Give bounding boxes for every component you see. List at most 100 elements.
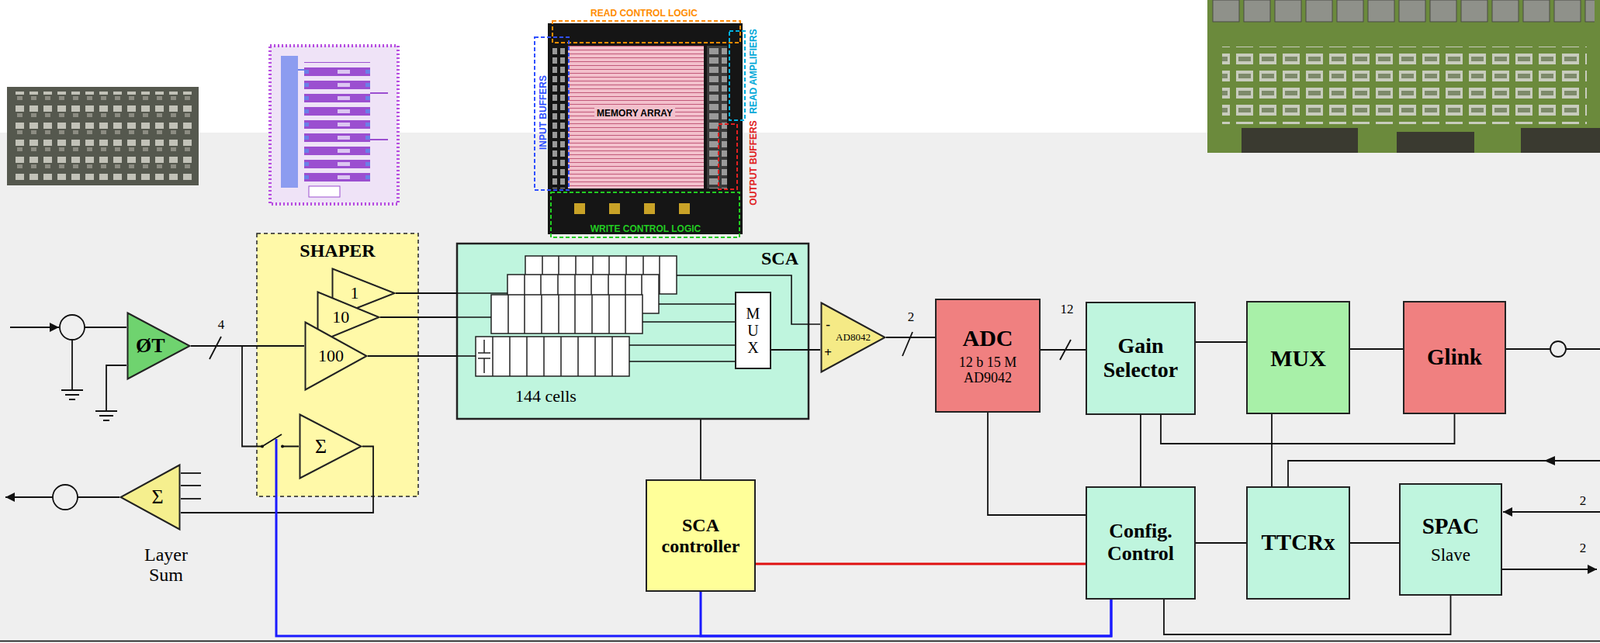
node-label: AD8042 <box>835 332 871 343</box>
signal-wire <box>367 355 457 357</box>
node-label: 10 <box>332 308 350 327</box>
chip-region-label: READ AMPLIFIERS <box>748 28 759 115</box>
summing-amplifier: Σ <box>298 413 363 480</box>
capacitor-symbol <box>477 339 491 374</box>
node-label: ØT <box>135 335 166 358</box>
node-sublabel: Layer Sum <box>135 544 198 586</box>
node-label: Glink <box>1426 345 1483 371</box>
signal-wire <box>190 346 299 447</box>
chip-region-label: OUTPUT BUFFERS <box>748 120 759 205</box>
signal-wire <box>1550 341 1566 357</box>
sca-controller-box: SCA controller <box>645 479 756 593</box>
shaper-chip-layout <box>370 92 388 94</box>
sca-internal-wire <box>642 321 735 323</box>
sca-cell-arrays <box>475 256 677 377</box>
spac-box: SPACSlave <box>1399 483 1503 596</box>
sca-chip-layout <box>552 20 741 43</box>
signal-wire <box>1350 542 1400 544</box>
signal-wire <box>1160 414 1455 444</box>
chip-region-label: MEMORY ARRAY <box>594 107 676 119</box>
glink-box: Glink <box>1402 301 1507 415</box>
bottom-rule <box>0 640 1600 643</box>
signal-wire <box>1195 341 1247 343</box>
signal-wire <box>886 336 936 339</box>
signal-wire <box>699 419 702 480</box>
shaper-chip-layout <box>304 62 371 187</box>
triangle-outline <box>119 464 181 531</box>
sca-cell-arrays <box>491 294 643 334</box>
signal-wire <box>10 326 59 329</box>
signal-wire <box>180 472 201 475</box>
node-label: Gain Selector <box>1091 334 1190 383</box>
signal-wire <box>380 316 457 319</box>
bus-width: 12 <box>1060 302 1074 316</box>
hybrid-photo <box>6 86 199 186</box>
buffer-amplifier: ØT <box>126 311 191 381</box>
triangle-outline <box>298 413 363 480</box>
ttcrx-box: TTCRx <box>1246 486 1351 600</box>
node-label: M U X <box>744 304 763 357</box>
shaper-chip-layout <box>280 55 298 188</box>
bus-slash <box>209 336 222 360</box>
chip-region-label: WRITE CONTROL LOGIC <box>590 224 701 234</box>
switch-gap <box>262 441 283 453</box>
layer-sum-amplifier: ΣLayer Sum <box>119 464 181 531</box>
node-label: SCA controller <box>651 515 750 557</box>
amplifier-symbol <box>821 303 886 373</box>
sca-multiplexer: M U X <box>734 291 772 370</box>
ground-symbol <box>95 411 118 421</box>
signal-wire <box>71 339 73 391</box>
sca-chip-layout <box>534 20 745 238</box>
shaper-chip-layout <box>270 45 399 205</box>
signal-wire <box>395 292 457 295</box>
sca-block: M U XSCA144 cells <box>456 242 810 420</box>
signal-wire <box>1139 415 1142 487</box>
board-photo <box>1207 0 1600 153</box>
capacitor-symbol <box>477 339 491 374</box>
signal-wire <box>1163 595 1452 635</box>
adc-box: ADC12 b 15 M AD9042 <box>935 298 1041 413</box>
sca-chip-layout <box>706 45 728 189</box>
sca-internal-wire <box>456 355 476 357</box>
board-photo <box>1222 46 1587 125</box>
switch-symbol <box>262 434 282 447</box>
shaper-chip-layout <box>297 69 305 71</box>
node-label: SHAPER <box>256 240 420 261</box>
sca-chip-layout <box>718 124 738 190</box>
node-label: 1 <box>349 283 359 303</box>
sca-chip-layout <box>534 37 569 191</box>
signal-wire <box>1040 349 1086 351</box>
bus-width: 2 <box>1579 494 1587 508</box>
hybrid-photo <box>6 86 199 186</box>
gain-selector-box: Gain Selector <box>1085 301 1196 416</box>
signal-wire <box>5 496 53 499</box>
switch-contact <box>280 445 284 449</box>
input-sign: - <box>825 318 831 332</box>
chip-region-label: READ CONTROL LOGIC <box>590 8 698 18</box>
gain-amplifier: 100 <box>304 321 368 392</box>
signal-wire <box>84 326 127 329</box>
node-label: Σ <box>151 486 163 510</box>
signal-wire <box>1565 348 1600 350</box>
sca-cell-arrays <box>475 336 630 377</box>
signal-wire <box>5 315 1600 570</box>
node-label: SCA <box>761 248 799 269</box>
sca-panel <box>457 243 809 420</box>
shaper-chip-layout <box>370 138 388 141</box>
arrow-head <box>1544 456 1555 466</box>
signal-wire <box>180 498 201 500</box>
sca-chip-layout <box>550 192 740 238</box>
switch-contact <box>260 445 264 449</box>
chip-region-label: INPUT BUFFERS <box>538 75 548 150</box>
node-label: SPAC <box>1422 514 1480 540</box>
signal-wire <box>1502 568 1597 571</box>
signal-wire <box>987 412 1086 516</box>
shaper-chip-layout <box>308 186 340 198</box>
amplifier-symbol <box>300 415 362 479</box>
ground-symbol <box>61 390 118 421</box>
sca-internal-wire <box>658 303 735 305</box>
bus-width: 2 <box>1579 541 1587 555</box>
input-sign: + <box>824 346 832 360</box>
